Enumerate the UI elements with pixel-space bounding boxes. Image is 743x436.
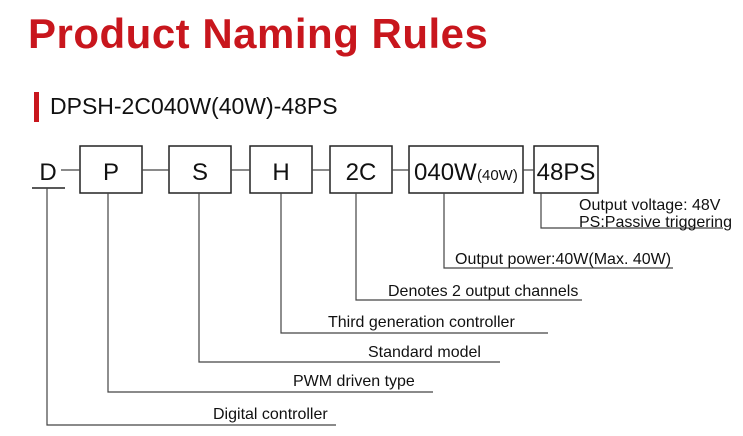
desc-standard-model: Standard model [368, 344, 481, 361]
code-part-d: D [39, 159, 56, 186]
code-part-48ps: 48PS [537, 159, 596, 186]
desc-digital-controller: Digital controller [213, 406, 328, 423]
code-part-040w-suffix: (40W) [477, 167, 518, 184]
model-code-subtitle: DPSH-2C040W(40W)-48PS [50, 93, 338, 119]
desc-output-voltage: Output voltage: 48V [579, 197, 721, 214]
code-part-p: P [103, 159, 119, 186]
code-part-s: S [192, 159, 208, 186]
desc-third-generation: Third generation controller [328, 314, 515, 331]
code-part-040w: 040W [414, 159, 477, 186]
code-part-h: H [272, 159, 289, 186]
code-part-2c: 2C [346, 159, 377, 186]
desc-pwm-driven: PWM driven type [293, 373, 415, 390]
desc-passive-triggering: PS:Passive triggering [579, 214, 732, 231]
desc-output-power: Output power:40W(Max. 40W) [455, 251, 671, 268]
page-title: Product Naming Rules [28, 10, 489, 57]
subtitle-accent-bar [34, 92, 39, 122]
desc-output-channels: Denotes 2 output channels [388, 283, 578, 300]
leader-lines [46, 188, 723, 426]
